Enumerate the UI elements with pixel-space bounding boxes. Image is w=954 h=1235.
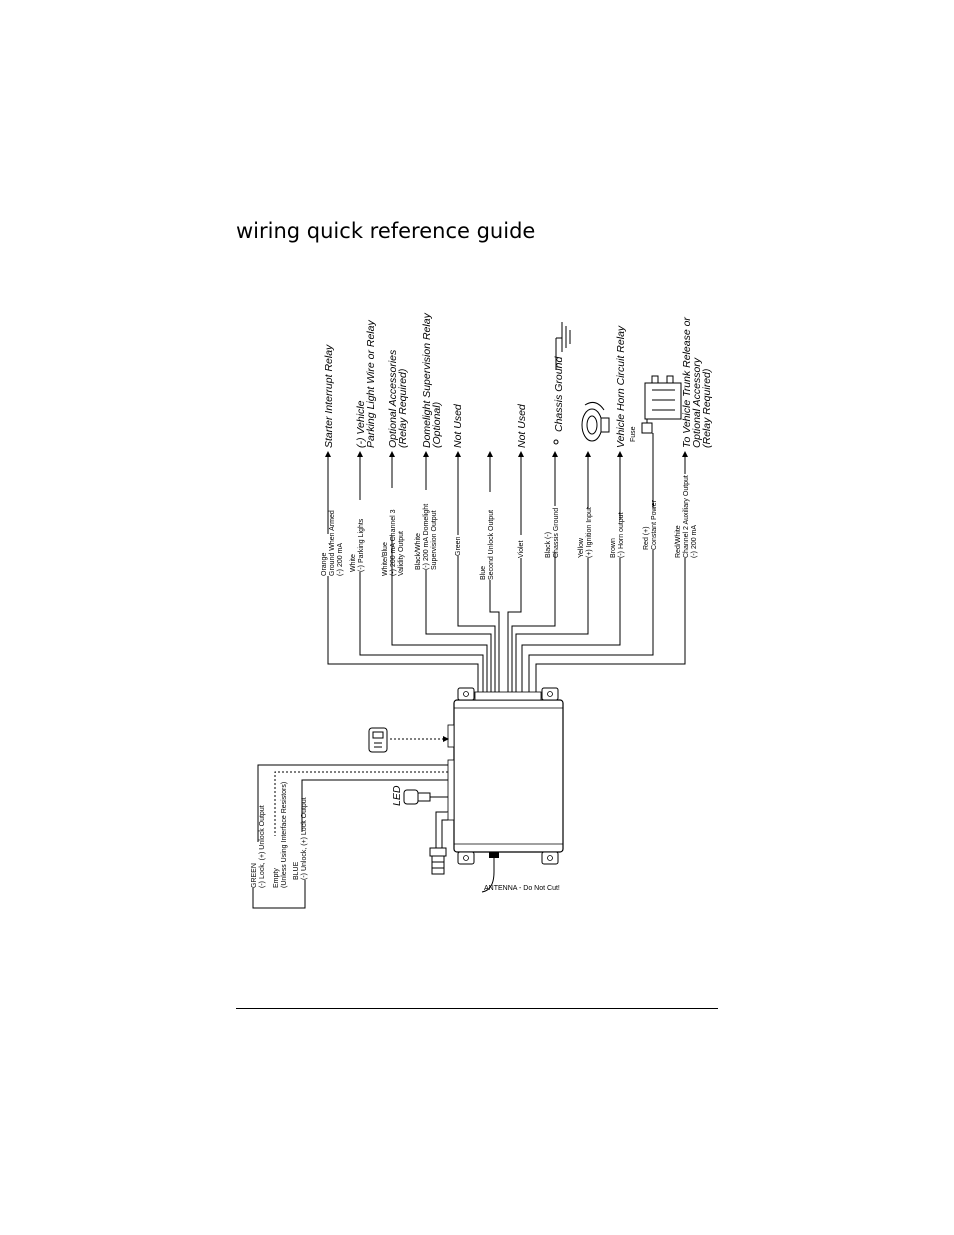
wire-label-red: Red (+) Constant Power [643, 500, 658, 550]
lock-wires [252, 764, 448, 909]
footer-rule [236, 1008, 718, 1009]
battery-icon [644, 375, 682, 420]
wire-label-blue: Blue Second Unlock Output [480, 510, 495, 580]
wire-label-black: Black (-) Chassis Ground [545, 508, 560, 558]
wire-label-black-white: Black/White (-) 200 mA Domelight Supervi… [415, 502, 438, 570]
dest-violet-not-used: Not Used [516, 403, 528, 448]
dest-optional-accessories: Optional Accessories (Relay Required) [387, 347, 409, 448]
dest-trunk-release: To Vehicle Trunk Release or Optional Acc… [681, 314, 713, 448]
lock-label-empty: Empty (Unless Using Interface Resistors) [273, 782, 288, 888]
led-icon [403, 789, 448, 805]
page-title: wiring quick reference guide [236, 219, 536, 243]
destination-labels: Starter Interrupt Relay (-) Vehicle Park… [323, 310, 713, 448]
wire-label-orange: Orange Ground When Armed (-) 200 mA [321, 508, 344, 576]
wire-label-yellow: Yellow (+) Ignition Input [578, 507, 593, 558]
dest-horn-relay: Vehicle Horn Circuit Relay [615, 325, 627, 448]
wire-labels: Orange Ground When Armed (-) 200 mA Whit… [321, 473, 698, 580]
led-label: LED [391, 785, 403, 806]
wire-label-white: White (-) Parking Lights [350, 518, 365, 572]
lock-wire-labels: GREEN (-) Lock, (+) Unlock Output Empty … [251, 782, 308, 888]
wire-label-brown: Brown (-) Horn output [610, 512, 625, 558]
plug-icon [429, 811, 448, 875]
fuse-icon [641, 419, 654, 450]
ground-icon [553, 322, 571, 445]
fuse-label: Fuse [630, 426, 637, 442]
dest-starter-interrupt: Starter Interrupt Relay [323, 344, 335, 448]
wire-label-green: Green [455, 536, 462, 556]
remote-icon [368, 727, 388, 753]
dest-green-not-used: Not Used [452, 403, 464, 448]
lock-label-blue: BLUE (-) Unlock, (+) Lock Output [293, 797, 308, 880]
antenna-label: ANTENNA - Do Not Cut! [484, 885, 560, 892]
wire-label-red-white: Red/White Channel 2 Auxiliary Output (-)… [675, 473, 698, 558]
lock-label-green: GREEN (-) Lock, (+) Unlock Output [251, 805, 266, 888]
dest-chassis-ground: Chassis Ground [553, 356, 565, 432]
dest-domelight-relay: Domelight Supervision Relay (Optional) [421, 310, 443, 448]
wire-label-white-blue: White/Blue (-) 200 mA Channel 3 Validity… [382, 508, 405, 577]
dest-parking-light: (-) Vehicle Parking Light Wire or Relay [355, 320, 377, 448]
control-module [447, 687, 564, 865]
horn-icon [581, 401, 610, 442]
harness-wires [325, 450, 688, 692]
wire-label-violet: Violet [518, 541, 525, 558]
